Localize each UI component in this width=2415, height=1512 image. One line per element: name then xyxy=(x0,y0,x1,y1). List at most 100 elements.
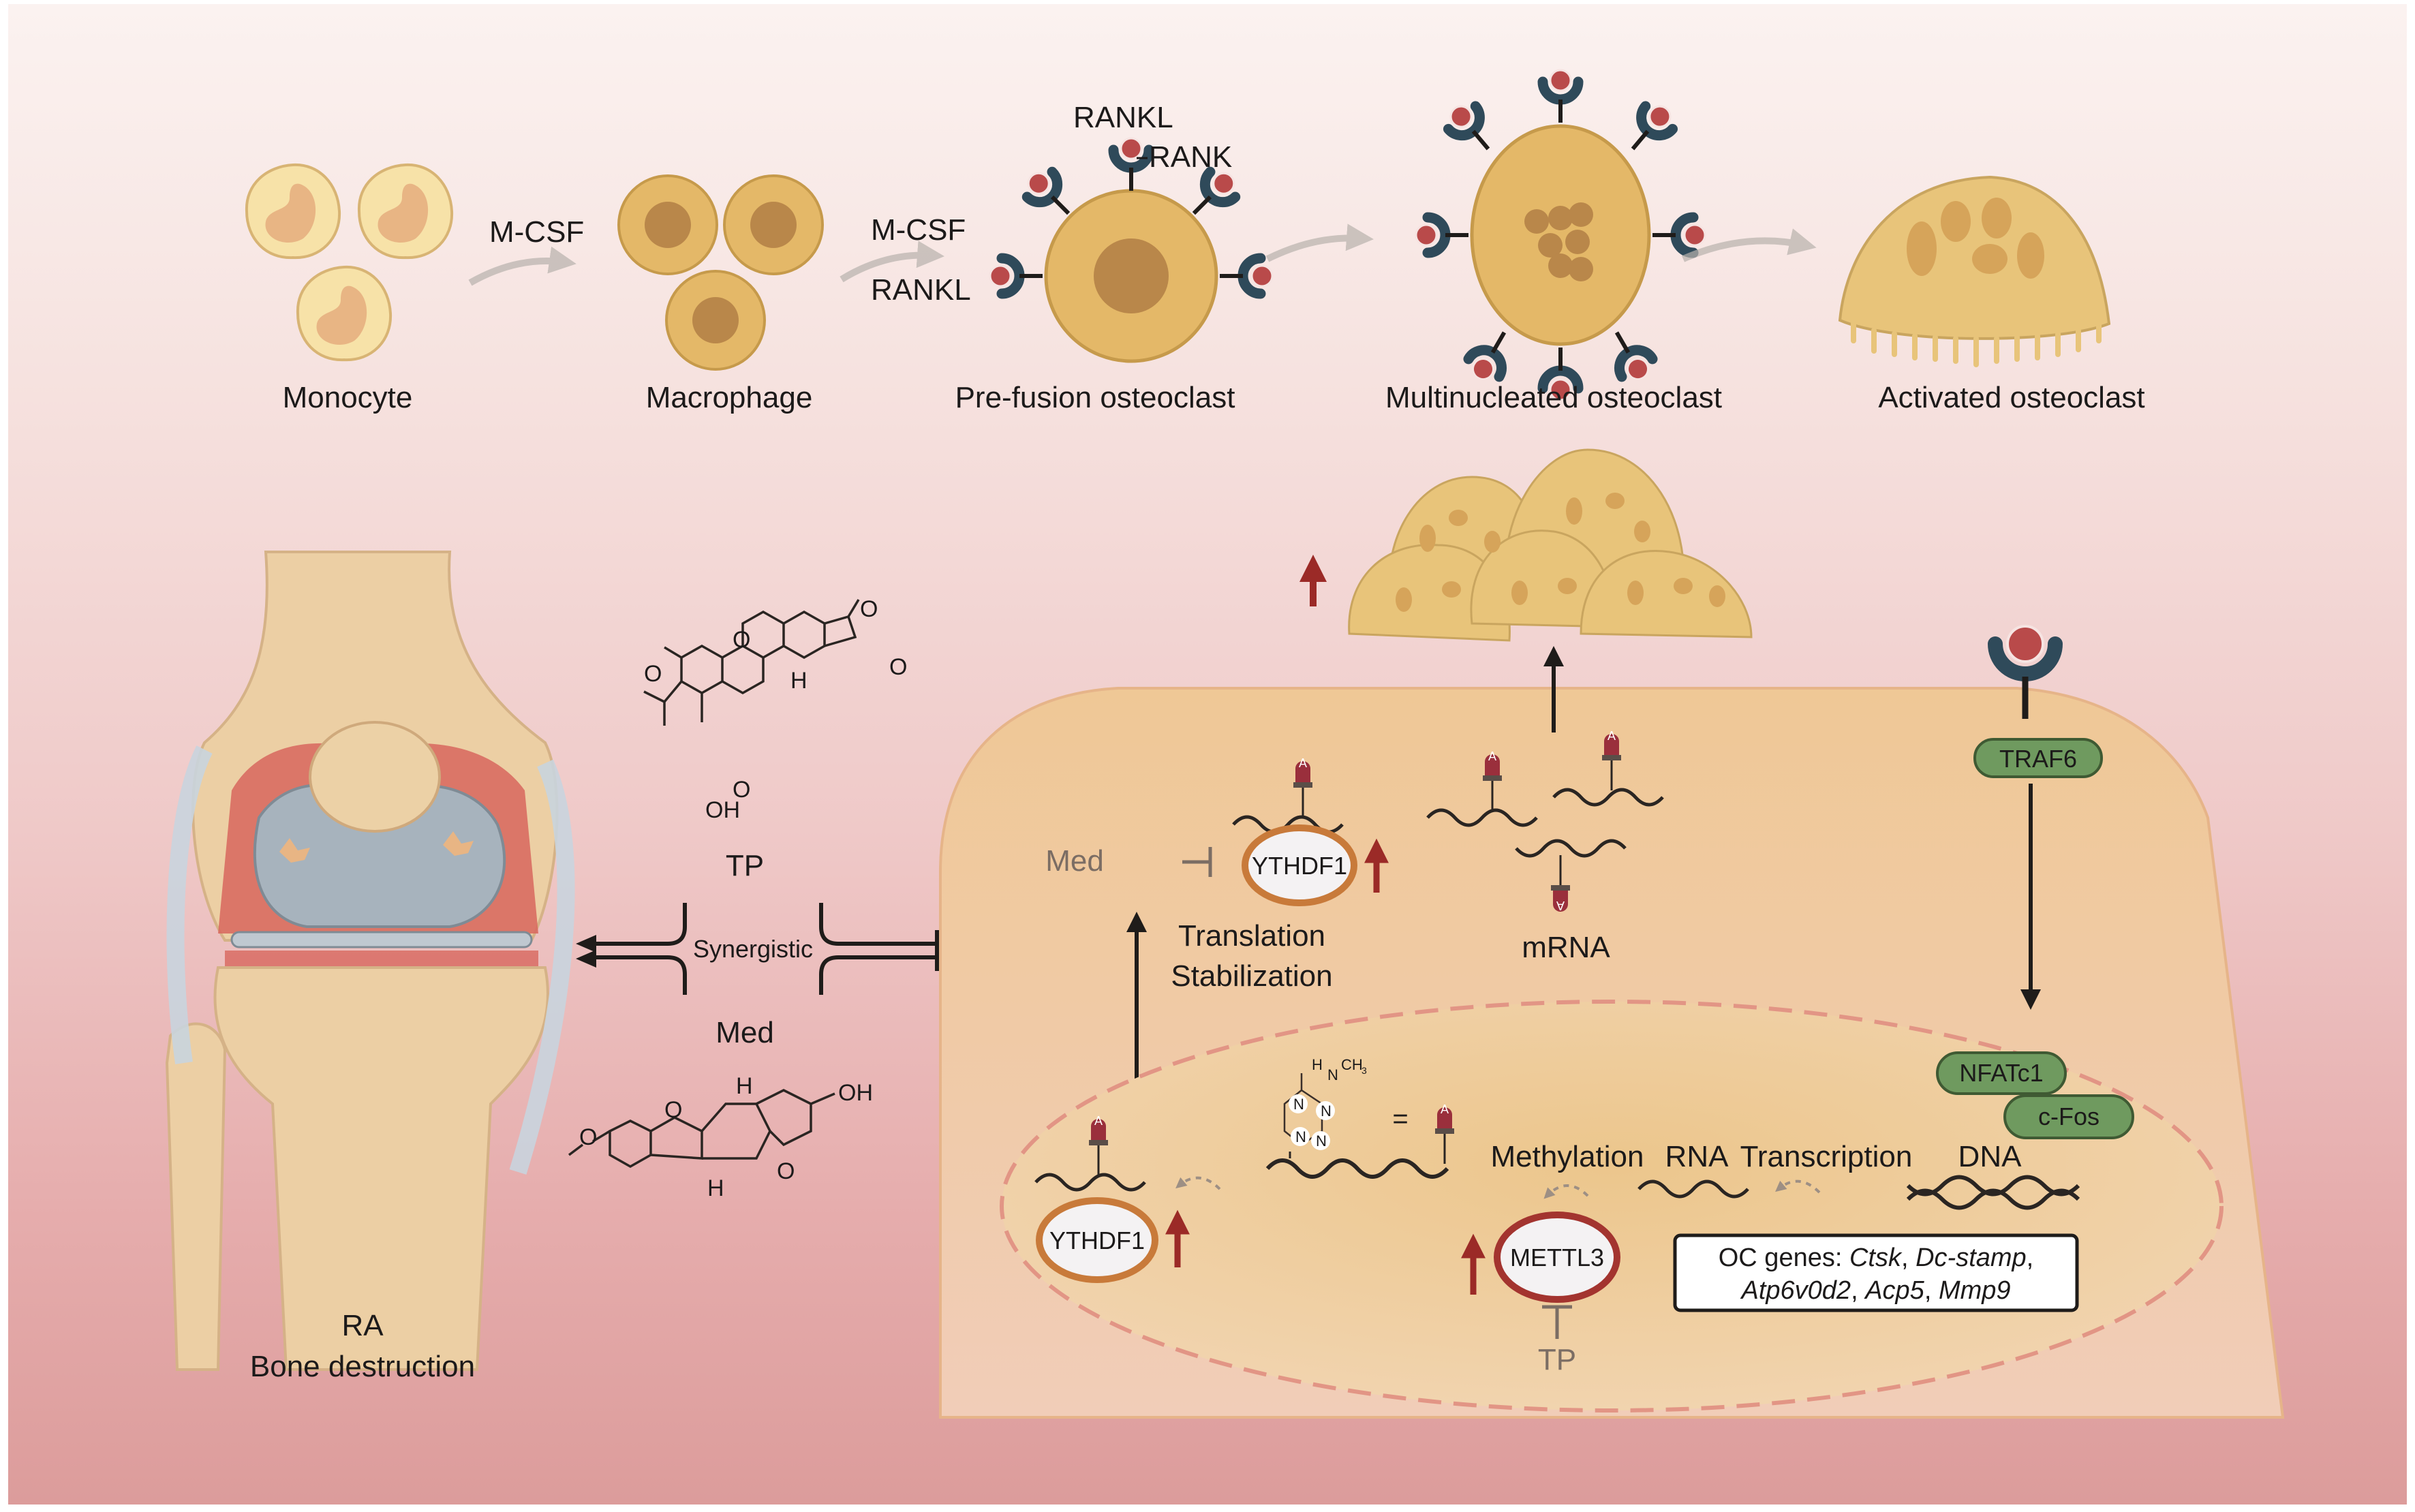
oc-genes-line2: Atp6v0d2, Acp5, Mmp9 xyxy=(1740,1276,2010,1305)
m6a-badge: A xyxy=(1441,1102,1449,1116)
tp-atom: O xyxy=(733,627,750,653)
mettl3-label: METTL3 xyxy=(1510,1244,1604,1271)
mrna-cluster xyxy=(1426,788,1664,858)
arrow-macrophage-to-prefusion xyxy=(840,241,944,283)
monocyte-cells xyxy=(245,163,454,362)
activated-osteoclast xyxy=(1838,175,2111,367)
arrow-multinucleated-to-activated xyxy=(1681,228,1817,262)
med-atom: O xyxy=(579,1124,597,1150)
m6a-ch3: CH xyxy=(1341,1056,1363,1073)
med-atom: O xyxy=(777,1158,795,1184)
ring-n: N xyxy=(1295,1128,1306,1145)
med-inhibitor-label: Med xyxy=(1045,844,1104,878)
m6a-badge: A xyxy=(1488,750,1496,763)
med-atom: H xyxy=(707,1175,724,1201)
dna-label: DNA xyxy=(1958,1140,2022,1173)
macrophage-cells xyxy=(617,174,824,371)
tp-atom: O xyxy=(860,596,878,622)
m6a-badge: A xyxy=(1299,756,1307,770)
multinucleated-osteoclast xyxy=(1416,70,1705,400)
rankl-label-top: RANKL xyxy=(1073,101,1173,134)
nfatc1-protein: NFATc1 xyxy=(1936,1051,2067,1095)
inhibit-med-ythdf1 xyxy=(1182,847,1212,877)
gene-atp6v0d2: Atp6v0d2 xyxy=(1740,1276,1851,1305)
stage-label-macrophage: Macrophage xyxy=(646,381,813,414)
stage-label-activated: Activated osteoclast xyxy=(1878,381,2144,414)
med-label: Med xyxy=(716,1016,774,1049)
dashed-arrow-rna-to-methylation xyxy=(1543,1184,1589,1199)
ring-n: N xyxy=(1293,1096,1304,1113)
arrow-prefusion-to-multinucleated xyxy=(1265,223,1374,262)
med-structure xyxy=(568,1089,835,1169)
ring-n: N xyxy=(1316,1132,1327,1150)
tp-atom: O xyxy=(889,654,907,680)
nuclear-ythdf1-group: YTHDF1 xyxy=(1034,1117,1221,1283)
m6a-h: H xyxy=(1312,1056,1323,1073)
m6a-n-atoms: N N N N H N CH 3 xyxy=(1289,1056,1367,1150)
mcsf-label-1: M-CSF xyxy=(489,215,584,249)
translation-label: Translation xyxy=(1178,919,1325,953)
oc-genes-line1: OC genes: Ctsk, Dc-stamp, xyxy=(1719,1244,2033,1272)
m6a-chemical-structure: N N N N H N CH 3 = xyxy=(1265,1056,1456,1179)
activated-osteoclast-cluster xyxy=(1348,448,1753,642)
gene-ctsk: Ctsk xyxy=(1849,1244,1903,1272)
gene-dc-stamp: Dc-stamp xyxy=(1916,1244,2027,1272)
rank-label: RANK xyxy=(1149,140,1232,174)
m6a-badge: A xyxy=(1608,729,1616,743)
gene-mmp9: Mmp9 xyxy=(1939,1276,2011,1305)
oc-genes-prefix: OC genes: xyxy=(1719,1244,1849,1272)
mrna-label: mRNA xyxy=(1522,931,1610,964)
nfatc1-label: NFATc1 xyxy=(1959,1059,2043,1087)
rankl-label-left: RANKL xyxy=(871,273,971,307)
drug-structures: O O O O H OH O TP Synergistic Med xyxy=(568,596,939,1201)
tp-atom: O xyxy=(733,777,750,803)
rna-strand xyxy=(1637,1179,1749,1199)
rna-label: RNA xyxy=(1665,1140,1729,1173)
transcription-label: Transcription xyxy=(1740,1140,1913,1173)
knee-joint-illustration: RA Bone destruction xyxy=(165,551,575,1383)
cyto-ythdf1-group: YTHDF1 Med xyxy=(1045,760,1389,906)
tp-label: TP xyxy=(726,849,764,882)
gene-acp5: Acp5 xyxy=(1864,1276,1924,1305)
m6a-badge: A xyxy=(1094,1114,1103,1128)
methylation-label: Methylation xyxy=(1490,1140,1644,1173)
m6a-ch3-subscript: 3 xyxy=(1362,1065,1367,1076)
arrowhead-left-1 xyxy=(576,935,596,953)
oc-genes-box: OC genes: Ctsk, Dc-stamp, Atp6v0d2, Acp5… xyxy=(1673,1233,2079,1312)
cfos-protein: c-Fos xyxy=(2003,1094,2134,1139)
differentiation-row: M-CSF M-CSF RANKL RANKL RANK Monocyte Ma… xyxy=(245,70,2145,414)
prefusion-osteoclast xyxy=(990,138,1272,363)
traf6-label: TRAF6 xyxy=(1999,745,2077,773)
mettl3-group: METTL3 TP xyxy=(1461,1212,1620,1376)
m6a-badge: A xyxy=(1556,899,1565,912)
tp-atom: H xyxy=(790,668,807,694)
med-atom: O xyxy=(664,1097,682,1123)
m6a-badge-letters: A A A A A A xyxy=(1094,729,1616,1128)
synergy-arrows xyxy=(586,903,939,995)
arrow-monocyte-to-macrophage xyxy=(468,246,576,286)
dna-helix xyxy=(1906,1175,2080,1210)
joint-label-bone-destruction: Bone destruction xyxy=(250,1350,475,1383)
traf6-protein: TRAF6 xyxy=(1973,738,2103,778)
arrowhead-left-2 xyxy=(576,950,596,968)
stage-label-monocyte: Monocyte xyxy=(283,381,413,414)
equals-sign: = xyxy=(1392,1104,1408,1134)
nuclear-ythdf1-label: YTHDF1 xyxy=(1049,1226,1145,1254)
cyto-ythdf1-label: YTHDF1 xyxy=(1252,852,1347,880)
med-atom: H xyxy=(736,1073,753,1099)
m6a-n: N xyxy=(1327,1066,1338,1083)
mcsf-label-2: M-CSF xyxy=(871,213,966,247)
tp-atom: OH xyxy=(705,797,740,823)
tp-atom-labels: O O O O H OH O xyxy=(644,596,907,823)
dashed-arrow-dna-to-rna xyxy=(1775,1179,1821,1194)
med-atom-labels: O H OH H O O xyxy=(579,1073,873,1201)
med-atom: OH xyxy=(838,1080,873,1106)
ring-n: N xyxy=(1321,1102,1332,1120)
synergistic-label: Synergistic xyxy=(693,935,813,963)
stage-label-prefusion: Pre-fusion osteoclast xyxy=(955,381,1235,414)
joint-label-ra: RA xyxy=(341,1309,384,1342)
rank-receptor-membrane xyxy=(1988,625,2063,719)
stage-label-multinucleated: Multinucleated osteoclast xyxy=(1385,381,1722,414)
inhibit-tp-mettl3 xyxy=(1542,1305,1572,1339)
